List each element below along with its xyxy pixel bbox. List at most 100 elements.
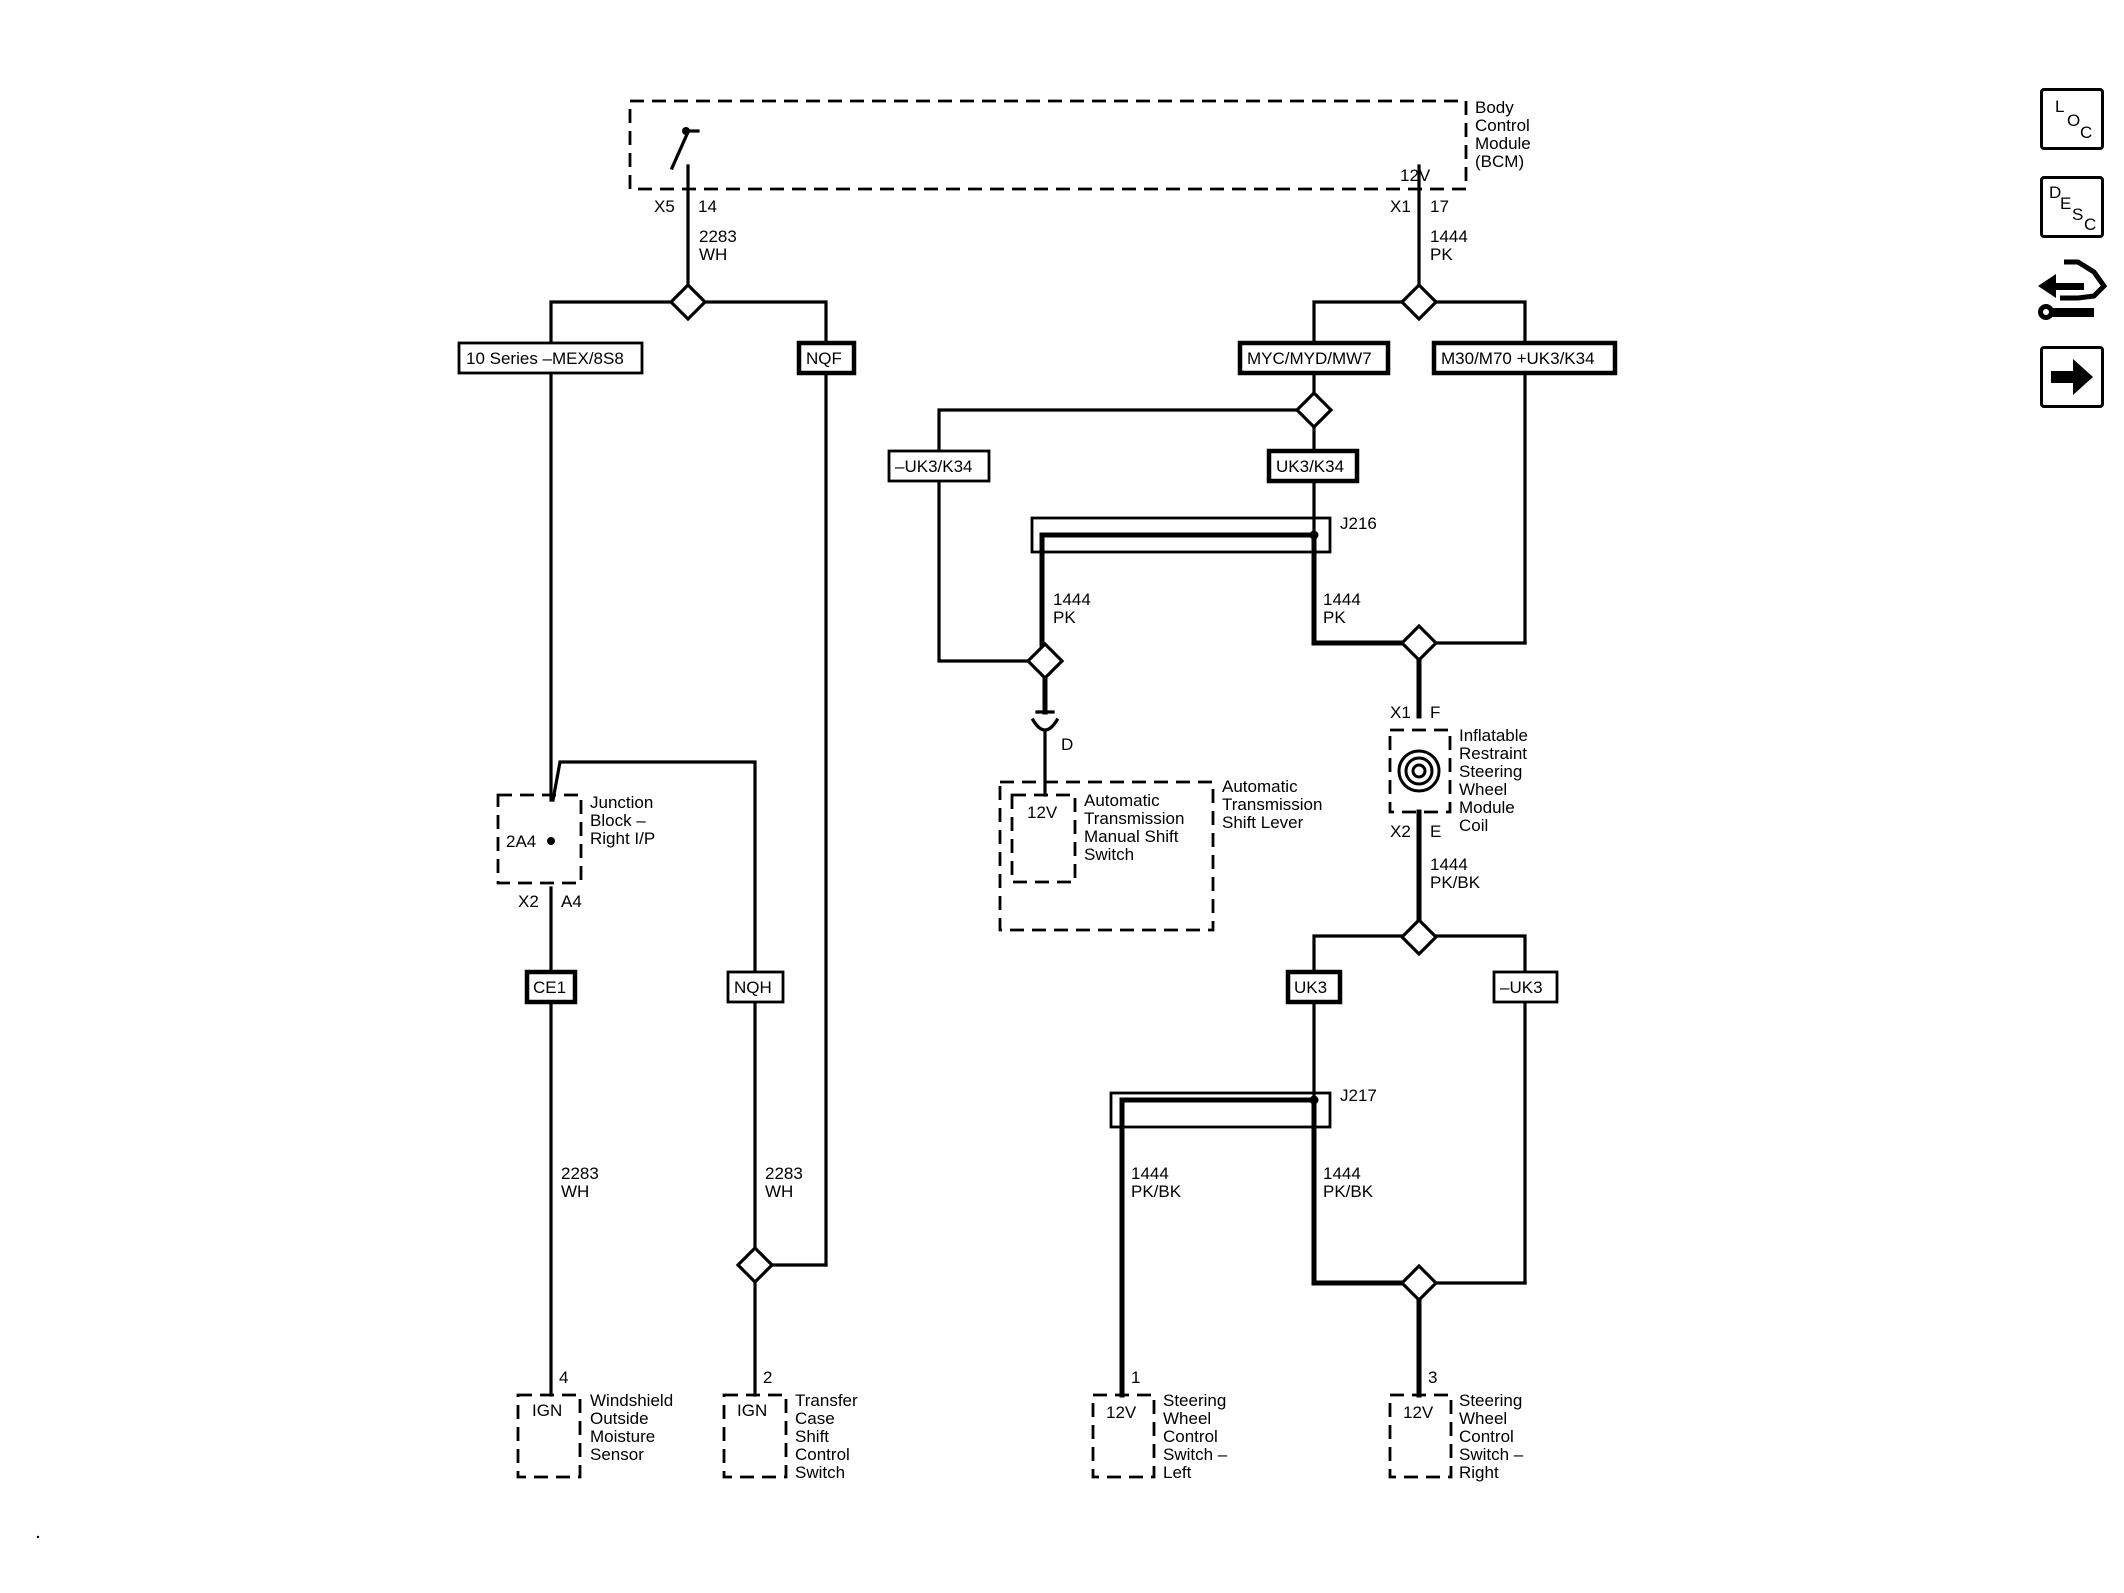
wire-2283-left-color: WH — [561, 1182, 589, 1201]
bcm-label-4: (BCM) — [1475, 152, 1524, 171]
sw-right-label-2: Wheel — [1459, 1409, 1507, 1428]
junction-block-label-1: Junction — [590, 793, 653, 812]
inflatable-restraint-steering-wheel-module-coil[interactable]: Inflatable Restraint Steering Wheel Modu… — [1388, 726, 1528, 835]
moisture-sensor-label-1: Windshield — [590, 1391, 673, 1410]
coil-label-2: Restraint — [1459, 744, 1527, 763]
location-view-button[interactable]: L O C — [2040, 88, 2104, 150]
option-no-uk3-k34[interactable]: –UK3/K34 — [887, 449, 991, 483]
coil-label-4: Wheel — [1459, 780, 1507, 799]
transfer-switch-ign-label: IGN — [737, 1401, 767, 1420]
loc-letter-o: O — [2067, 111, 2081, 130]
coil-connector-x1: X1 — [1390, 703, 1411, 722]
splice-1444-shift — [1025, 641, 1065, 681]
junction-block-label-3: Right I/P — [590, 829, 655, 848]
sw-left-pin-1: 1 — [1131, 1368, 1140, 1387]
junction-j217[interactable] — [1109, 1091, 1332, 1129]
bcm-connector-x1: X1 — [1390, 197, 1411, 216]
circuit-2283-wh[interactable] — [549, 164, 828, 1397]
option-ce1-label: CE1 — [533, 978, 566, 997]
sw-right-label-1: Steering — [1459, 1391, 1522, 1410]
wire-2283-top-gauge: 2283 — [699, 227, 737, 246]
wire-2283-left-gauge: 2283 — [561, 1164, 599, 1183]
coil-label-6: Coil — [1459, 816, 1488, 835]
junction-block-connector-x2: X2 — [518, 892, 539, 911]
moisture-sensor-label-4: Sensor — [590, 1445, 644, 1464]
sw-right-label-4: Switch – — [1459, 1445, 1524, 1464]
sw-right-label-3: Control — [1459, 1427, 1514, 1446]
junction-j216[interactable] — [1030, 516, 1332, 554]
option-no-uk3-k34-label: –UK3/K34 — [895, 457, 973, 476]
shift-lever-label-3: Shift Lever — [1222, 813, 1304, 832]
shift-switch-voltage-label: 12V — [1027, 803, 1058, 822]
transfer-case-shift-control-switch[interactable]: IGN Transfer Case Shift Control Switch — [722, 1391, 858, 1482]
option-10-series-label: 10 Series –MEX/8S8 — [466, 349, 624, 368]
moisture-sensor-label-2: Outside — [590, 1409, 649, 1428]
bcm-voltage-label: 12V — [1400, 166, 1431, 185]
coil-label-1: Inflatable — [1459, 726, 1528, 745]
option-no-uk3-label: –UK3 — [1500, 978, 1543, 997]
shift-switch-pin-d: D — [1061, 735, 1073, 754]
option-myc-myd-mw7[interactable]: MYC/MYD/MW7 — [1237, 340, 1391, 376]
wire-1444-top-color: PK — [1430, 245, 1453, 264]
description-view-button[interactable]: D E S C — [2040, 176, 2104, 238]
option-no-uk3[interactable]: –UK3 — [1492, 970, 1559, 1004]
option-uk3[interactable]: UK3 — [1285, 969, 1343, 1005]
steering-wheel-control-switch-left[interactable]: 12V Steering Wheel Control Switch – Left — [1091, 1391, 1228, 1482]
circuit-1444-pk[interactable] — [937, 164, 1527, 1398]
sw-right-label-5: Right — [1459, 1463, 1499, 1482]
splice-1444-uk3k34 — [1294, 390, 1334, 430]
next-page-button[interactable] — [2040, 346, 2104, 408]
sw-right-pin-3: 3 — [1428, 1368, 1437, 1387]
bcm-pin-14: 14 — [698, 197, 717, 216]
option-uk3-k34[interactable]: UK3/K34 — [1266, 448, 1360, 484]
steering-wheel-control-switch-right[interactable]: 12V Steering Wheel Control Switch – Righ… — [1388, 1391, 1524, 1482]
windshield-outside-moisture-sensor[interactable]: IGN Windshield Outside Moisture Sensor — [516, 1391, 673, 1479]
coil-connector-x2: X2 — [1390, 822, 1411, 841]
option-nqf[interactable]: NQF — [796, 340, 857, 376]
automatic-transmission-manual-shift-switch[interactable]: 12V Automatic Transmission Manual Shift … — [1010, 791, 1184, 884]
bcm-label-1: Body — [1475, 98, 1514, 117]
sw-left-label-4: Switch – — [1163, 1445, 1228, 1464]
coil-spiral-icon — [1397, 749, 1441, 793]
desc-letter-d: D — [2049, 183, 2062, 202]
splice-1444-pkbk-bottom — [1399, 1263, 1439, 1303]
sw-left-label-1: Steering — [1163, 1391, 1226, 1410]
coil-label-3: Steering — [1459, 762, 1522, 781]
option-nqf-label: NQF — [806, 349, 842, 368]
coil-label-5: Module — [1459, 798, 1515, 817]
option-10-series-mex-8s8[interactable]: 10 Series –MEX/8S8 — [457, 341, 644, 375]
wire-1444-j217-right-color: PK/BK — [1323, 1182, 1374, 1201]
splice-2283-top — [668, 282, 708, 322]
option-ce1[interactable]: CE1 — [524, 969, 578, 1005]
option-m30-label: M30/M70 +UK3/K34 — [1441, 349, 1595, 368]
connector-repair-button[interactable] — [2034, 256, 2110, 330]
wire-1444-j217-right-gauge: 1444 — [1323, 1164, 1361, 1183]
wire-1444-j217-left-color: PK/BK — [1131, 1182, 1182, 1201]
junction-j217-label: J217 — [1340, 1086, 1377, 1105]
body-control-module[interactable]: Body Control Module (BCM) 12V — [628, 98, 1531, 191]
automatic-transmission-shift-lever[interactable]: Automatic Transmission Shift Lever — [998, 777, 1322, 932]
shift-switch-label-1: Automatic — [1084, 791, 1160, 810]
option-myc-label: MYC/MYD/MW7 — [1247, 349, 1372, 368]
shift-switch-label-3: Manual Shift — [1084, 827, 1179, 846]
splice-1444-top — [1399, 282, 1439, 322]
option-m30-m70-uk3-k34[interactable]: M30/M70 +UK3/K34 — [1431, 340, 1618, 376]
moisture-sensor-label-3: Moisture — [590, 1427, 655, 1446]
arrow-right-icon — [2051, 359, 2093, 395]
option-nqh[interactable]: NQH — [726, 970, 785, 1004]
loc-letter-c: C — [2080, 123, 2093, 142]
junction-block-right-ip[interactable]: 2A4 Junction Block – Right I/P — [496, 793, 655, 885]
transfer-switch-pin-2: 2 — [763, 1368, 772, 1387]
bcm-pin-17: 17 — [1430, 197, 1449, 216]
wire-1444-j216-left-color: PK — [1053, 608, 1076, 627]
option-uk3-k34-label: UK3/K34 — [1276, 457, 1344, 476]
option-uk3-label: UK3 — [1294, 978, 1327, 997]
bcm-connector-x5: X5 — [654, 197, 675, 216]
wire-2283-top-color: WH — [699, 245, 727, 264]
junction-block-pin-label: 2A4 — [506, 832, 536, 851]
wire-1444-coil-color: PK/BK — [1430, 873, 1481, 892]
junction-j216-label: J216 — [1340, 514, 1377, 533]
bcm-internal-switch-symbol — [669, 127, 700, 171]
connector-d-symbol — [1030, 710, 1060, 797]
connector-repair-icon — [2038, 259, 2108, 320]
